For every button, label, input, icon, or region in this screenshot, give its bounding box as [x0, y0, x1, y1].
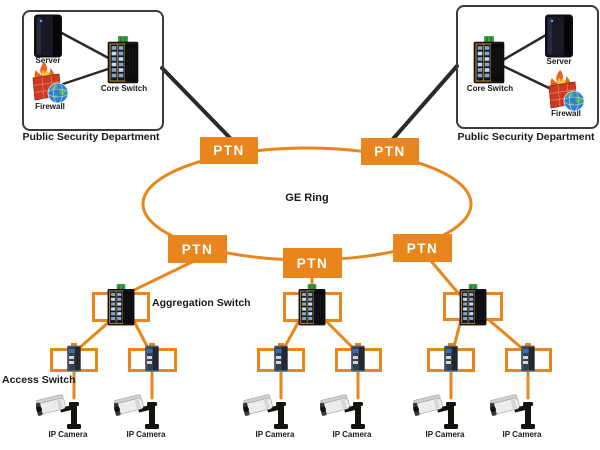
core-switch-icon	[472, 36, 506, 84]
link-dept-left-ptn	[160, 66, 233, 141]
ptn-node-label: PTN	[406, 240, 439, 256]
ip-camera-icon	[114, 392, 162, 432]
department-label-left: Public Security Department	[22, 131, 160, 143]
ip-camera-label: IP Camera	[255, 430, 295, 439]
link-firewall-core-left	[61, 65, 116, 86]
ip-camera-icon	[243, 392, 291, 432]
ptn-node-1: PTN	[200, 137, 258, 164]
link-agg3-acc5	[451, 318, 463, 352]
link-dept-right-ptn	[391, 64, 459, 141]
ptn-node-label: PTN	[374, 144, 406, 159]
department-label-right: Public Security Department	[457, 131, 595, 143]
link-agg1-acc1	[75, 319, 112, 352]
link-server-core-left	[56, 29, 116, 63]
aggregation-switch-icon	[297, 284, 327, 326]
access-switch-icon	[66, 343, 82, 373]
ip-camera-label: IP Camera	[48, 430, 88, 439]
link-ptn-agg-3	[429, 259, 461, 296]
core-switch-label: Core Switch	[100, 84, 148, 93]
link-ptn-agg-1	[124, 260, 194, 296]
link-server-core-right	[501, 33, 548, 62]
firewall-icon	[546, 70, 586, 112]
ip-camera-label: IP Camera	[332, 430, 372, 439]
ptn-node-4: PTN	[283, 248, 342, 278]
aggregation-switch-label: Aggregation Switch	[152, 297, 251, 309]
access-switch-icon	[350, 343, 366, 373]
server-icon	[544, 14, 574, 58]
ptn-node-label: PTN	[181, 241, 214, 257]
access-switch-icon	[443, 343, 459, 373]
ip-camera-label: IP Camera	[502, 430, 542, 439]
core-switch-icon	[106, 36, 140, 84]
core-switch-label: Core Switch	[466, 84, 514, 93]
server-label: Server	[546, 57, 572, 66]
ge-ring-label: GE Ring	[285, 192, 329, 204]
department-box-left	[22, 10, 164, 131]
aggregation-switch-icon	[458, 284, 488, 326]
ip-camera-icon	[320, 392, 368, 432]
ptn-node-5: PTN	[393, 234, 452, 262]
department-box-right	[456, 5, 599, 129]
firewall-label: Firewall	[35, 102, 65, 111]
access-switch-icon	[144, 343, 160, 373]
firewall-icon	[30, 62, 70, 104]
aggregation-switch-icon	[106, 284, 136, 326]
ip-camera-label: IP Camera	[425, 430, 465, 439]
ptn-node-label: PTN	[296, 255, 329, 271]
link-agg3-acc6	[487, 318, 526, 352]
ip-camera-label: IP Camera	[126, 430, 166, 439]
link-firewall-core-right	[501, 64, 553, 91]
ptn-node-3: PTN	[168, 235, 227, 263]
server-icon	[33, 14, 63, 58]
access-switch-icon	[520, 343, 536, 373]
link-agg2-acc3	[281, 319, 301, 352]
ip-camera-icon	[36, 392, 84, 432]
firewall-label: Firewall	[551, 109, 581, 118]
ip-camera-icon	[490, 392, 538, 432]
ptn-node-label: PTN	[213, 143, 245, 158]
server-label: Server	[35, 56, 61, 65]
link-agg2-acc4	[324, 319, 357, 352]
ptn-node-2: PTN	[361, 138, 419, 165]
link-agg1-acc2	[132, 319, 151, 352]
access-switch-label: Access Switch	[2, 374, 76, 386]
access-switch-icon	[273, 343, 289, 373]
ip-camera-icon	[413, 392, 461, 432]
